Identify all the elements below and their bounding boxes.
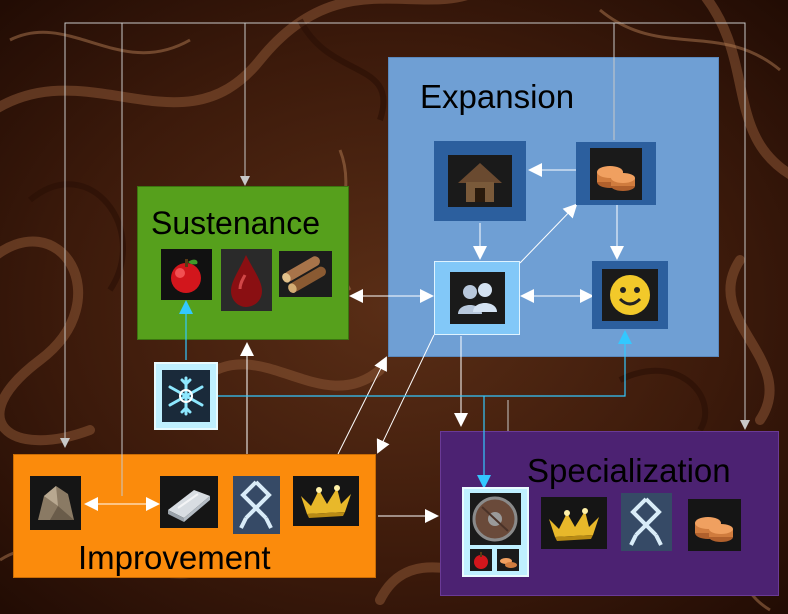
apple-icon [470,549,492,571]
improvement-title: Improvement [78,539,271,576]
expansion-title: Expansion [420,78,575,115]
apple-icon [161,249,212,300]
gold-crown-icon [293,476,359,526]
silver-bar-icon [160,476,218,528]
wood-logs-icon [279,251,332,297]
shield-icon [470,493,521,545]
people-icon [434,261,520,335]
coins-icon [497,549,519,571]
stone-icon [30,476,81,530]
smiley-icon [592,261,668,329]
shield-composite-tile [462,487,529,577]
blood-drop-icon [221,249,272,311]
othala-rune-icon [621,493,672,551]
coins-icon [688,499,741,551]
snowflake-icon [154,362,218,430]
specialization-title: Specialization [527,452,731,489]
coins-icon [576,142,656,205]
house-icon [434,141,526,221]
gold-crown-icon [541,497,607,549]
othala-rune-icon [233,476,280,534]
sustenance-title: Sustenance [151,205,321,241]
